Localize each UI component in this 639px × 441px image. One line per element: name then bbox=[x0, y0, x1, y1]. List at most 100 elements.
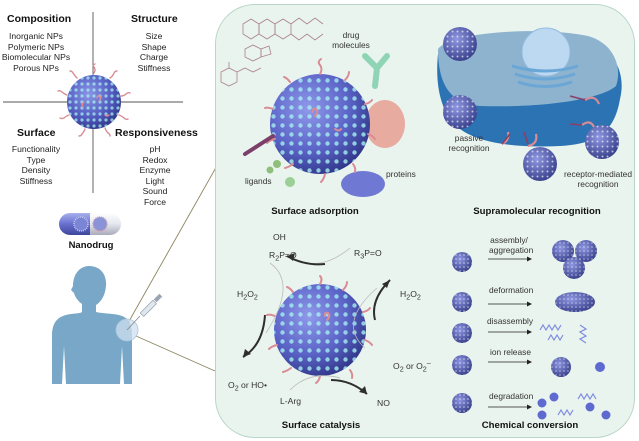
structure-item: Charge bbox=[139, 52, 169, 62]
label-line: receptor-mediated bbox=[564, 169, 632, 179]
surface-catalysis-illustration bbox=[242, 247, 391, 395]
responsiveness-item: Enzyme bbox=[139, 165, 171, 175]
text: R bbox=[269, 250, 276, 260]
responsiveness-item: Sound bbox=[142, 186, 168, 196]
text: or O bbox=[403, 360, 423, 371]
responsiveness-heading: Responsiveness bbox=[115, 127, 198, 139]
composition-item: Porous NPs bbox=[13, 62, 59, 73]
superscript: – bbox=[426, 359, 431, 367]
subscript: 3 bbox=[360, 252, 365, 261]
text: O bbox=[247, 289, 254, 299]
text: O bbox=[393, 360, 400, 371]
composition-list: Inorganic NPs Polymeric NPs Biomolecular… bbox=[0, 31, 72, 73]
text: R bbox=[354, 248, 361, 258]
text: O bbox=[228, 380, 235, 390]
subscript: 2 bbox=[416, 293, 421, 302]
disassembly-label: disassembly bbox=[487, 316, 534, 326]
responsiveness-item: Force bbox=[144, 196, 166, 207]
text: P=O bbox=[279, 250, 297, 260]
nanodrug-capsule-icon bbox=[59, 213, 121, 235]
structure-item: Stiffness bbox=[137, 62, 171, 73]
subscript: 2 bbox=[399, 365, 404, 374]
conversion-arrow bbox=[488, 258, 528, 408]
r3p-o-label: R3P=O bbox=[354, 248, 382, 261]
label-line: molecules bbox=[332, 40, 370, 50]
surface-adsorption-title: Surface adsorption bbox=[271, 206, 359, 217]
surface-item: Functionality bbox=[11, 144, 61, 154]
structure-item: Size bbox=[145, 31, 163, 41]
surface-list: Functionality Type Density Stiffness bbox=[8, 144, 64, 186]
text: O bbox=[410, 289, 417, 299]
ion-release-label: ion release bbox=[490, 347, 531, 357]
surface-adsorption-illustration bbox=[220, 17, 405, 197]
surface-item: Type bbox=[26, 154, 46, 165]
receptor-mediated-recognition-label: receptor-mediated recognition bbox=[560, 169, 636, 189]
subscript: 2 bbox=[275, 254, 280, 263]
composition-item: Biomolecular NPs bbox=[1, 52, 71, 62]
oh-label: OH bbox=[273, 232, 286, 242]
label-line: passive bbox=[454, 133, 484, 143]
structure-item: Shape bbox=[141, 41, 167, 52]
deformation-label: deformation bbox=[489, 285, 534, 295]
subscript: 2 bbox=[422, 365, 427, 374]
o2-or-hydroxyl-label: O2 or HO• bbox=[228, 380, 267, 393]
released-ion-icon bbox=[537, 357, 611, 420]
nanodrug-label: Nanodrug bbox=[68, 240, 114, 251]
subscript: 2 bbox=[234, 384, 239, 393]
structure-heading: Structure bbox=[131, 13, 178, 25]
polymer-chain-icon bbox=[539, 323, 597, 417]
subscript: 2 bbox=[253, 293, 258, 302]
structure-list: Size Shape Charge Stiffness bbox=[132, 31, 176, 73]
text: or HO• bbox=[238, 380, 267, 390]
h2o2-left-label: H2O2 bbox=[237, 289, 258, 302]
l-arg-label: L-Arg bbox=[280, 396, 302, 406]
responsiveness-item: Light bbox=[145, 175, 165, 186]
responsiveness-item: Redox bbox=[142, 154, 168, 165]
o2-or-superoxide-label: O2 or O2– bbox=[393, 359, 431, 374]
responsiveness-list: pH Redox Enzyme Light Sound Force bbox=[135, 144, 175, 207]
chemical-conversion-illustration bbox=[452, 240, 611, 420]
receptor-icon bbox=[501, 96, 601, 148]
antibody-icon bbox=[362, 53, 390, 89]
no-label: NO bbox=[377, 398, 390, 408]
aspirin-molecule-structure bbox=[220, 62, 262, 87]
source-nanoparticle-icon bbox=[452, 252, 472, 413]
human-body-icon bbox=[52, 266, 132, 384]
surface-item: Stiffness bbox=[19, 175, 53, 186]
arrowhead-icon bbox=[527, 256, 532, 410]
aggregated-nanoparticles-icon bbox=[552, 240, 597, 279]
degradation-label: degradation bbox=[489, 391, 534, 401]
cell-icon bbox=[437, 27, 622, 147]
passive-recognition-label: passive recognition bbox=[440, 133, 498, 153]
h2o2-right-label: H2O2 bbox=[400, 289, 421, 302]
label-line: assembly/ bbox=[490, 235, 528, 245]
deformed-nanoparticle-icon bbox=[555, 292, 595, 312]
protein-blob-icon bbox=[365, 100, 405, 148]
adenine-molecule-structure bbox=[244, 44, 272, 62]
composition-item: Inorganic NPs bbox=[9, 31, 63, 41]
protein-blob-icon bbox=[341, 171, 385, 197]
proteins-label: proteins bbox=[386, 169, 416, 179]
composition-heading: Composition bbox=[7, 13, 72, 25]
chemical-conversion-title: Chemical conversion bbox=[481, 420, 579, 431]
text: P=O bbox=[364, 248, 382, 258]
composition-item: Polymeric NPs bbox=[7, 41, 65, 52]
surface-heading: Surface bbox=[17, 127, 56, 139]
ligand-icon bbox=[243, 134, 275, 156]
text: H bbox=[237, 289, 244, 299]
surface-item: Density bbox=[21, 165, 51, 175]
nanoparticle-icon bbox=[443, 27, 619, 181]
endoplasmic-reticulum-icon bbox=[511, 64, 579, 88]
label-line: recognition bbox=[577, 179, 619, 189]
ligands-label: ligands bbox=[245, 176, 272, 186]
subscript: 2 bbox=[243, 293, 248, 302]
label-line: drug bbox=[342, 30, 360, 40]
supramolecular-recognition-title: Supramolecular recognition bbox=[473, 206, 601, 217]
cell-recognition-illustration bbox=[437, 27, 622, 181]
text: H bbox=[400, 289, 407, 299]
assembly-aggregation-label: assembly/ aggregation bbox=[489, 235, 534, 255]
label-line: recognition bbox=[448, 143, 490, 153]
surface-catalysis-title: Surface catalysis bbox=[281, 420, 361, 431]
nanoparticle-overview-icon bbox=[57, 63, 131, 137]
label-line: aggregation bbox=[489, 245, 534, 255]
